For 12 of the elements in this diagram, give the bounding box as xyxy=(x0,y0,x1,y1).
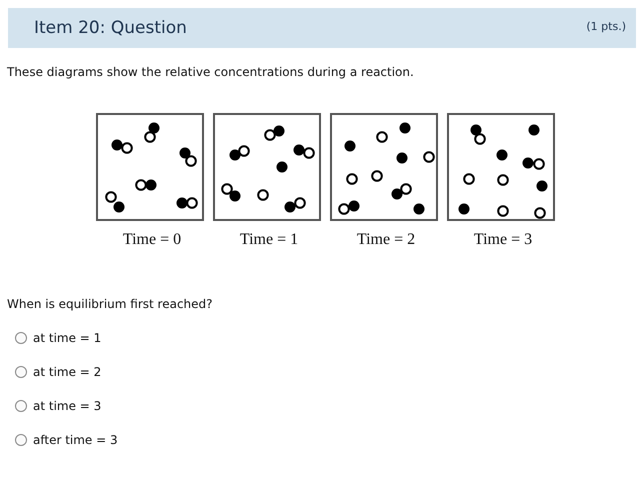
question-title: Item 20: Question xyxy=(34,18,187,38)
question-text: When is equilibrium first reached? xyxy=(7,297,213,311)
time-caption: Time = 3 xyxy=(472,231,534,249)
points-label: (1 pts.) xyxy=(586,20,626,33)
time-caption: Time = 0 xyxy=(122,231,182,249)
time-caption: Time = 1 xyxy=(238,231,300,249)
instruction-text: These diagrams show the relative concentrations during a reaction. xyxy=(7,65,414,79)
option-label: at time = 1 xyxy=(33,331,102,345)
option-label: at time = 2 xyxy=(33,365,102,379)
time-caption: Time = 2 xyxy=(356,231,416,249)
option-label: at time = 3 xyxy=(33,399,102,413)
option-label: after time = 3 xyxy=(33,433,118,447)
